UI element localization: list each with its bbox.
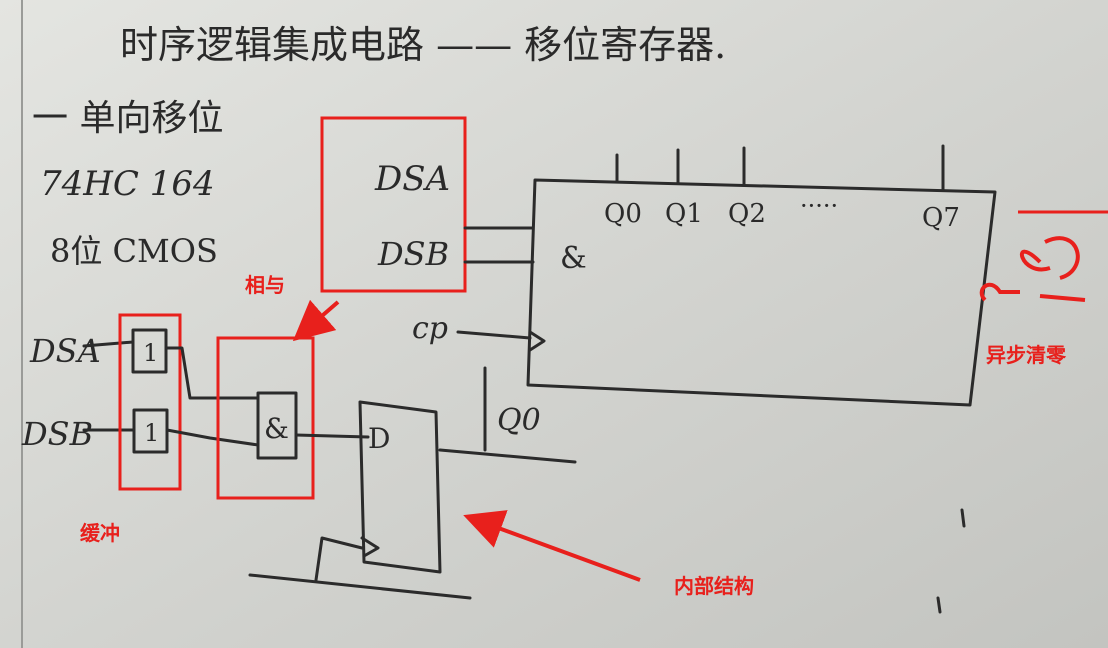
ff-d-label: D — [368, 422, 390, 455]
cp-clock-marker — [528, 330, 546, 352]
board-title: 时序逻辑集成电路 —— 移位寄存器. — [120, 23, 726, 67]
ff-clock-wire — [314, 536, 364, 582]
cp-label: cp — [412, 311, 448, 346]
dsa-dsb-highlight-box — [320, 116, 467, 293]
output-q7-label: Q7 — [922, 203, 960, 233]
note-unidirectional-shift: 一 单向移位 — [32, 98, 223, 139]
clear-handwritten-mark — [979, 236, 1086, 302]
board-mark — [936, 596, 942, 614]
dsa-buffer-wire — [82, 340, 135, 348]
ff-clock-marker — [360, 536, 380, 558]
and-gate — [256, 391, 298, 460]
buffer-gate-1-symbol: 1 — [143, 339, 158, 367]
buffer-gate-1 — [131, 328, 168, 374]
and-highlight-box — [216, 336, 315, 500]
circuit-dsa-label: DSA — [29, 332, 101, 370]
output-q1-label: Q1 — [665, 199, 703, 229]
chip-dsb-label: DSB — [377, 235, 449, 273]
buffer-gate-2-symbol: 1 — [144, 419, 159, 447]
output-dots: ····· — [800, 192, 838, 220]
ground-line — [248, 573, 472, 600]
and-to-ff-wire — [294, 433, 370, 439]
and-gate-symbol: & — [264, 412, 289, 445]
internal-arrow — [463, 510, 641, 582]
output-q0-label: Q0 — [604, 199, 642, 229]
cp-wire — [456, 330, 532, 340]
buffer2-to-and-wire — [165, 428, 260, 447]
circuit-dsb-label: DSB — [21, 415, 93, 453]
ff-q0-label: Q0 — [497, 403, 541, 438]
ff-output-wire — [438, 448, 577, 464]
chip-and-symbol: & — [560, 241, 587, 276]
note-8bit-cmos: 8位 CMOS — [50, 232, 218, 270]
and-arrow — [292, 299, 340, 342]
annotation-internal: 内部结构 — [674, 574, 754, 598]
chip-body — [526, 178, 997, 407]
chip-dsa-label: DSA — [374, 159, 450, 199]
annotation-and: 相与 — [245, 273, 285, 297]
annotation-async-clear: 异步清零 — [986, 343, 1067, 367]
output-q2-label: Q2 — [728, 199, 766, 229]
annotation-buffer: 缓冲 — [80, 521, 120, 545]
buffer1-to-and-wire — [164, 346, 260, 400]
note-chip-model: 74HC 164 — [40, 164, 215, 204]
d-flipflop — [358, 400, 442, 574]
board-mark — [960, 508, 966, 528]
buffer-highlight-box — [118, 313, 182, 491]
